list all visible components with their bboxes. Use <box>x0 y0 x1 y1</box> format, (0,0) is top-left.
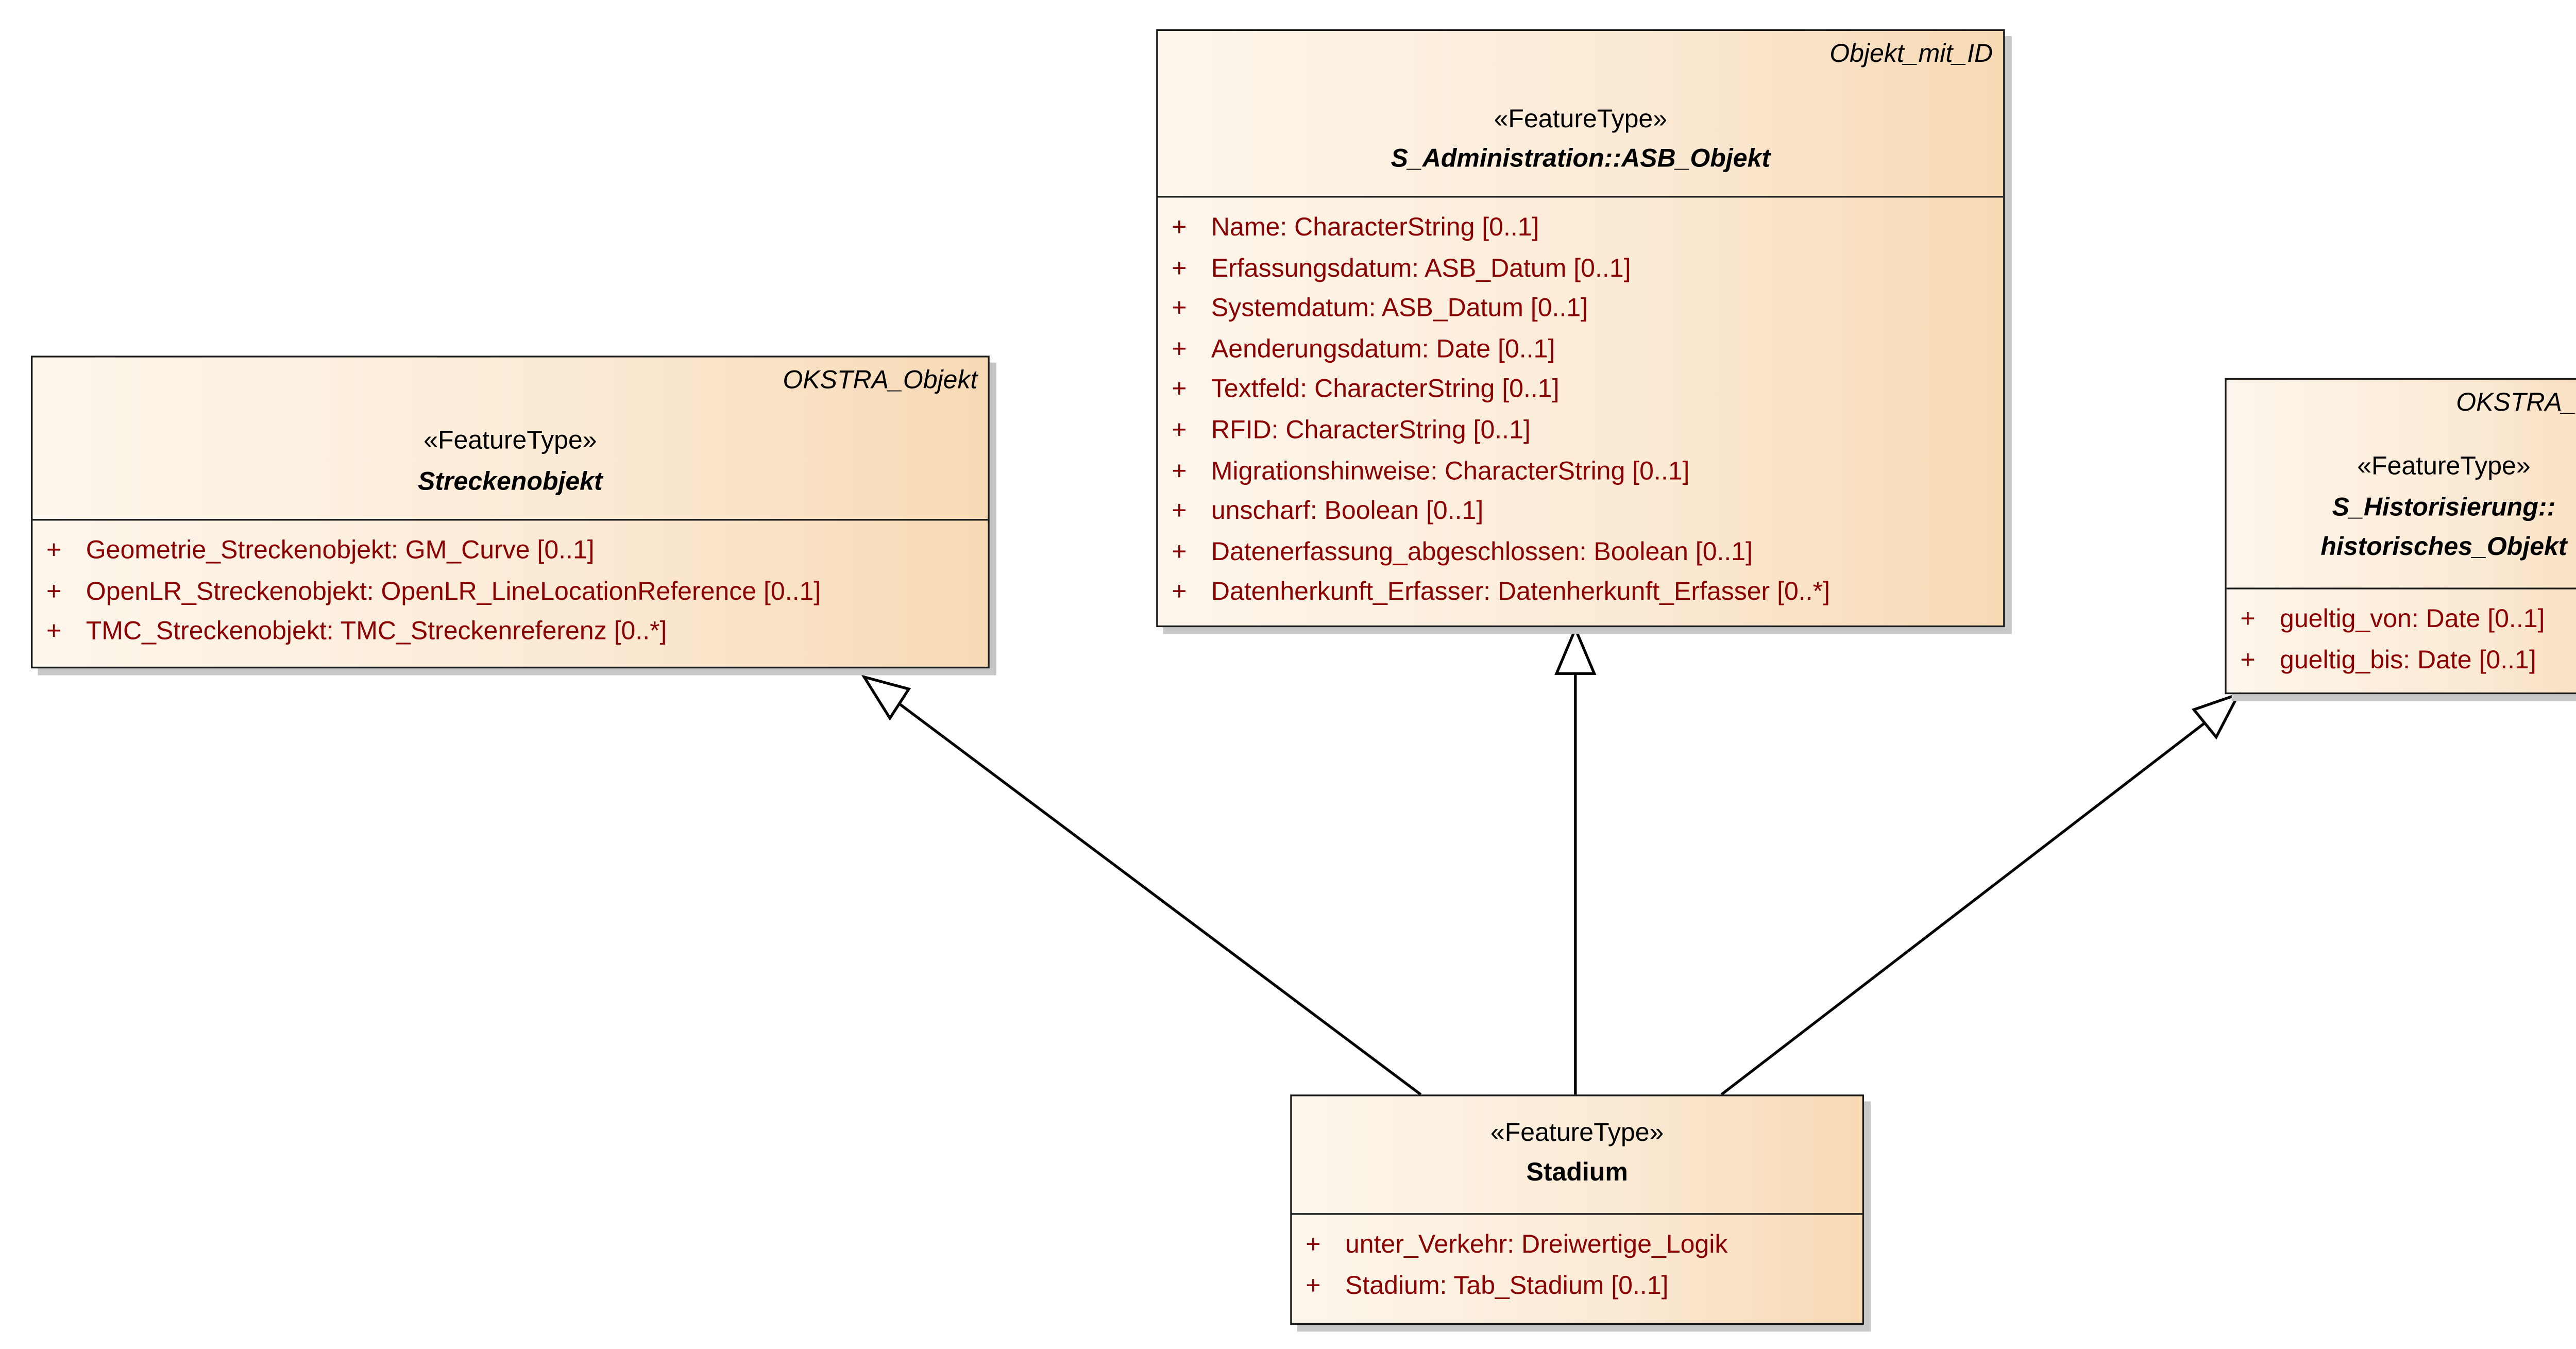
attribute-row[interactable]: + Textfeld: CharacterString [0..1] <box>1158 370 2004 411</box>
class-asb-objekt[interactable]: Objekt_mit_ID «FeatureType» S_Administra… <box>1156 29 2005 628</box>
attribute-text: RFID: CharacterString [0..1] <box>1211 415 1531 445</box>
attribute-row[interactable]: + Systemdatum: ASB_Datum [0..1] <box>1158 289 2004 330</box>
attribute-row[interactable]: + Stadium: Tab_Stadium [0..1] <box>1292 1266 1862 1306</box>
attribute-row[interactable]: + Name: CharacterString [0..1] <box>1158 208 2004 248</box>
attribute-text: Datenherkunft_Erfasser: Datenherkunft_Er… <box>1211 578 1830 608</box>
class-name: S_Administration::ASB_Objekt <box>1391 144 1771 174</box>
attribute-row[interactable]: + Geometrie_Streckenobjekt: GM_Curve [0..… <box>32 531 988 571</box>
attribute-row[interactable]: + unscharf: Boolean [0..1] <box>1158 492 2004 532</box>
attribute-list: + Geometrie_Streckenobjekt: GM_Curve [0..… <box>32 520 988 652</box>
visibility-marker: + <box>1172 213 1187 243</box>
attribute-text: Datenerfassung_abgeschlossen: Boolean [0… <box>1211 537 1753 567</box>
generalization-stadium-to-streckenobjekt <box>861 674 1422 1096</box>
attribute-row[interactable]: + Datenerfassung_abgeschlossen: Boolean [… <box>1158 532 2004 573</box>
attribute-text: Erfassungsdatum: ASB_Datum [0..1] <box>1211 254 1631 283</box>
attribute-text: unter_Verkehr: Dreiwertige_Logik <box>1345 1230 1728 1260</box>
stereotype-label: «FeatureType» <box>2357 451 2531 481</box>
class-stadium[interactable]: «FeatureType» Stadium + unter_Verkehr: Dr… <box>1290 1094 1865 1325</box>
attribute-text: TMC_Streckenobjekt: TMC_Streckenreferenz… <box>86 617 667 647</box>
attribute-row[interactable]: + Aenderungsdatum: Date [0..1] <box>1158 330 2004 370</box>
attribute-text: Systemdatum: ASB_Datum [0..1] <box>1211 294 1588 324</box>
attribute-text: gueltig_bis: Date [0..1] <box>2280 645 2536 675</box>
attribute-text: OpenLR_Streckenobjekt: OpenLR_LineLocati… <box>86 577 821 606</box>
class-name: Streckenobjekt <box>418 467 603 497</box>
visibility-marker: + <box>1172 456 1187 486</box>
stereotype-label: «FeatureType» <box>1490 1118 1664 1148</box>
class-name-line-1: S_Historisierung:: <box>2332 493 2556 522</box>
attribute-text: Name: CharacterString [0..1] <box>1211 213 1539 243</box>
generalization-stadium-to-historisches-objekt <box>1720 692 2242 1096</box>
class-streckenobjekt[interactable]: OKSTRA_Objekt «FeatureType» Streckenobje… <box>31 356 990 669</box>
attribute-list: + gueltig_von: Date [0..1] + gueltig_bis: … <box>2227 589 2576 681</box>
parent-class-label: Objekt_mit_ID <box>1829 39 1993 69</box>
visibility-marker: + <box>46 577 62 606</box>
attribute-list: + Name: CharacterString [0..1] + Erfassung… <box>1158 197 2004 613</box>
attribute-row[interactable]: + RFID: CharacterString [0..1] <box>1158 411 2004 451</box>
attribute-row[interactable]: + TMC_Streckenobjekt: TMC_Streckenreferen… <box>32 612 988 653</box>
attribute-text: Migrationshinweise: CharacterString [0..… <box>1211 456 1690 486</box>
attribute-text: Aenderungsdatum: Date [0..1] <box>1211 334 1555 364</box>
visibility-marker: + <box>1306 1230 1321 1260</box>
class-name-line-2: historisches_Objekt <box>2320 532 2567 562</box>
attribute-text: Textfeld: CharacterString [0..1] <box>1211 375 1560 404</box>
attribute-text: gueltig_von: Date [0..1] <box>2280 604 2545 634</box>
attribute-row[interactable]: + Migrationshinweise: CharacterString [0.… <box>1158 451 2004 492</box>
attribute-row[interactable]: + Erfassungsdatum: ASB_Datum [0..1] <box>1158 248 2004 289</box>
visibility-marker: + <box>1172 334 1187 364</box>
class-header: Objekt_mit_ID «FeatureType» S_Administra… <box>1158 31 2004 198</box>
stereotype-label: «FeatureType» <box>423 426 597 456</box>
attribute-text: Stadium: Tab_Stadium [0..1] <box>1345 1271 1669 1300</box>
visibility-marker: + <box>2240 645 2256 675</box>
attribute-row[interactable]: + gueltig_bis: Date [0..1] <box>2227 640 2576 681</box>
visibility-marker: + <box>1172 415 1187 445</box>
class-header: «FeatureType» Stadium <box>1292 1096 1862 1215</box>
visibility-marker: + <box>1172 578 1187 608</box>
generalization-stadium-to-asb-objekt <box>1554 625 1597 1095</box>
visibility-marker: + <box>1172 497 1187 526</box>
visibility-marker: + <box>1172 254 1187 283</box>
visibility-marker: + <box>46 536 62 566</box>
visibility-marker: + <box>2240 604 2256 634</box>
visibility-marker: + <box>1172 294 1187 324</box>
class-name: Stadium <box>1526 1158 1628 1188</box>
parent-class-label: OKSTRA_Objekt <box>2456 388 2576 418</box>
attribute-row[interactable]: + OpenLR_Streckenobjekt: OpenLR_LineLocat… <box>32 571 988 612</box>
parent-class-label: OKSTRA_Objekt <box>783 366 978 395</box>
visibility-marker: + <box>1172 375 1187 404</box>
class-historisches-objekt[interactable]: OKSTRA_Objekt «FeatureType» S_Historisie… <box>2225 378 2576 695</box>
attribute-text: unscharf: Boolean [0..1] <box>1211 497 1484 526</box>
attribute-text: Geometrie_Streckenobjekt: GM_Curve [0..1… <box>86 536 595 566</box>
attribute-list: + unter_Verkehr: Dreiwertige_Logik + Stadi… <box>1292 1215 1862 1306</box>
visibility-marker: + <box>46 617 62 647</box>
class-header: OKSTRA_Objekt «FeatureType» Streckenobje… <box>32 358 988 521</box>
class-header: OKSTRA_Objekt «FeatureType» S_Historisie… <box>2226 380 2576 589</box>
attribute-row[interactable]: + unter_Verkehr: Dreiwertige_Logik <box>1292 1225 1862 1266</box>
visibility-marker: + <box>1172 537 1187 567</box>
attribute-row[interactable]: + gueltig_von: Date [0..1] <box>2227 600 2576 640</box>
attribute-row[interactable]: + Datenherkunft_Erfasser: Datenherkunft_E… <box>1158 573 2004 614</box>
visibility-marker: + <box>1306 1271 1321 1300</box>
stereotype-label: «FeatureType» <box>1494 105 1668 134</box>
